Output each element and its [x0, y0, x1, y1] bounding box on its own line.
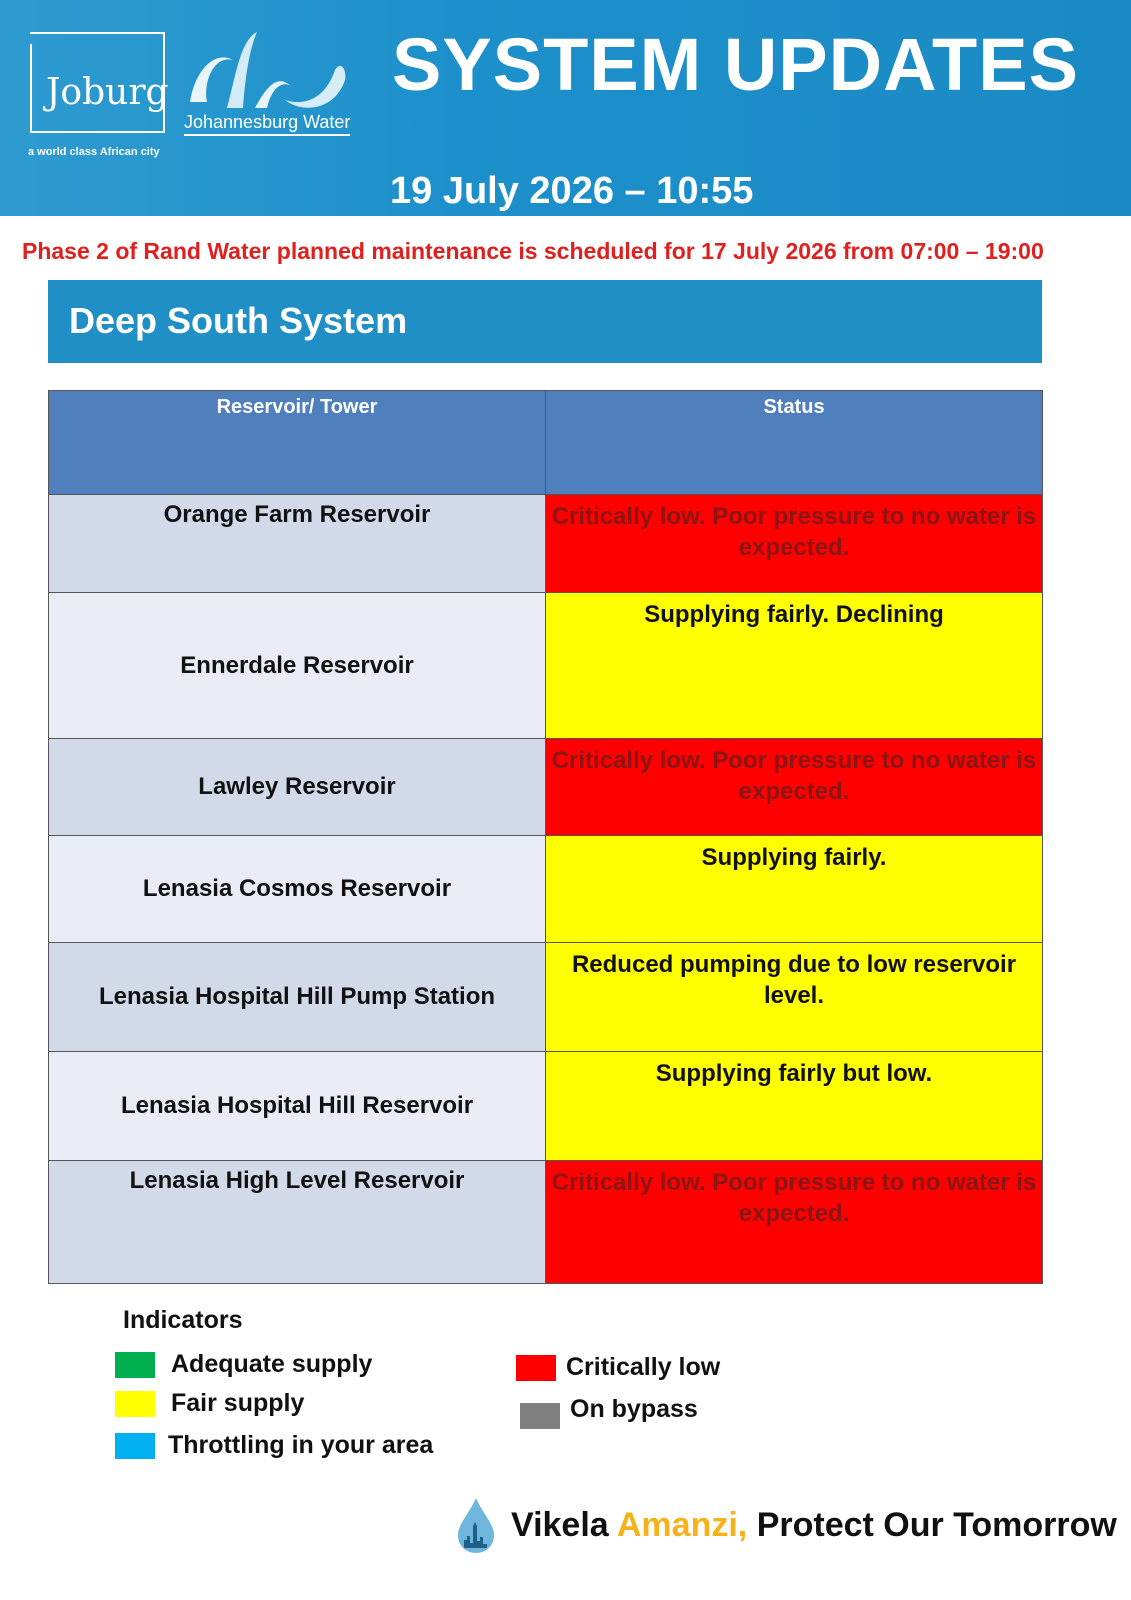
slogan-text: Vikela Amanzi, Protect Our Tomorrow: [511, 1506, 1117, 1545]
critical-swatch: [516, 1354, 556, 1381]
reservoir-name-cell: Lenasia Cosmos Reservoir: [48, 835, 546, 943]
status-cell: Critically low. Poor pressure to no wate…: [545, 738, 1043, 836]
indicator-adequate: Adequate supply: [115, 1350, 372, 1379]
indicators-title: Indicators: [123, 1306, 243, 1334]
status-cell: Supplying fairly. Declining: [545, 592, 1043, 739]
slogan-word-amanzi: Amanzi,: [616, 1505, 748, 1544]
slogan-word-vikela: Vikela: [511, 1505, 609, 1544]
status-cell: Critically low. Poor pressure to no wate…: [545, 1160, 1043, 1284]
indicator-throttling: Throttling in your area: [115, 1431, 433, 1460]
reservoir-name-cell: Lenasia High Level Reservoir: [48, 1160, 546, 1284]
status-cell: Supplying fairly.: [545, 835, 1043, 943]
status-cell: Reduced pumping due to low reservoir lev…: [545, 942, 1043, 1052]
indicator-label: On bypass: [570, 1394, 698, 1423]
update-timestamp: 19 July 2026 – 10:55: [390, 170, 754, 212]
indicator-fair: Fair supply: [115, 1389, 304, 1418]
indicator-bypass: On bypass: [520, 1389, 698, 1429]
johannesburg-water-logo-text: Johannesburg Water: [184, 112, 351, 136]
reservoir-name-cell: Lenasia Hospital Hill Pump Station: [48, 942, 546, 1052]
joburg-logo-text: Joburg: [46, 72, 169, 113]
joburg-tagline: a world class African city: [28, 146, 160, 158]
header-banner: Joburg a world class African city Johann…: [0, 0, 1131, 216]
joburg-logo-frame: [30, 32, 165, 133]
column-header-reservoir: Reservoir/ Tower: [48, 390, 546, 495]
footer-slogan: Vikela Amanzi, Protect Our Tomorrow: [455, 1496, 1117, 1554]
page-title: SYSTEM UPDATES: [392, 23, 1079, 106]
indicator-label: Critically low: [566, 1353, 721, 1381]
status-table: Reservoir/ Tower Status Orange Farm Rese…: [48, 390, 1043, 1284]
reservoir-name-cell: Lenasia Hospital Hill Reservoir: [48, 1051, 546, 1161]
maintenance-notice: Phase 2 of Rand Water planned maintenanc…: [22, 238, 1044, 264]
bypass-swatch: [520, 1403, 560, 1429]
system-heading-bar: Deep South System: [48, 280, 1042, 363]
indicator-label: Fair supply: [171, 1389, 305, 1417]
water-drop-skyline-icon: [458, 1498, 494, 1553]
fair-swatch: [115, 1390, 155, 1417]
slogan-rest: Protect Our Tomorrow: [756, 1505, 1117, 1544]
status-cell: Critically low. Poor pressure to no wate…: [545, 494, 1043, 593]
indicator-label: Adequate supply: [171, 1350, 373, 1378]
adequate-swatch: [115, 1351, 155, 1378]
reservoir-name-cell: Ennerdale Reservoir: [48, 592, 546, 739]
johannesburg-water-wave-icon: [190, 32, 346, 108]
indicator-critical: Critically low: [516, 1353, 720, 1382]
indicator-label: Throttling in your area: [168, 1431, 434, 1459]
reservoir-name-cell: Lawley Reservoir: [48, 738, 546, 836]
throttling-swatch: [115, 1432, 155, 1459]
status-cell: Supplying fairly but low.: [545, 1051, 1043, 1161]
table-header-row: Reservoir/ Tower Status: [48, 390, 1043, 495]
reservoir-name-cell: Orange Farm Reservoir: [48, 494, 546, 593]
system-name: Deep South System: [69, 300, 408, 341]
column-header-status: Status: [545, 390, 1043, 495]
